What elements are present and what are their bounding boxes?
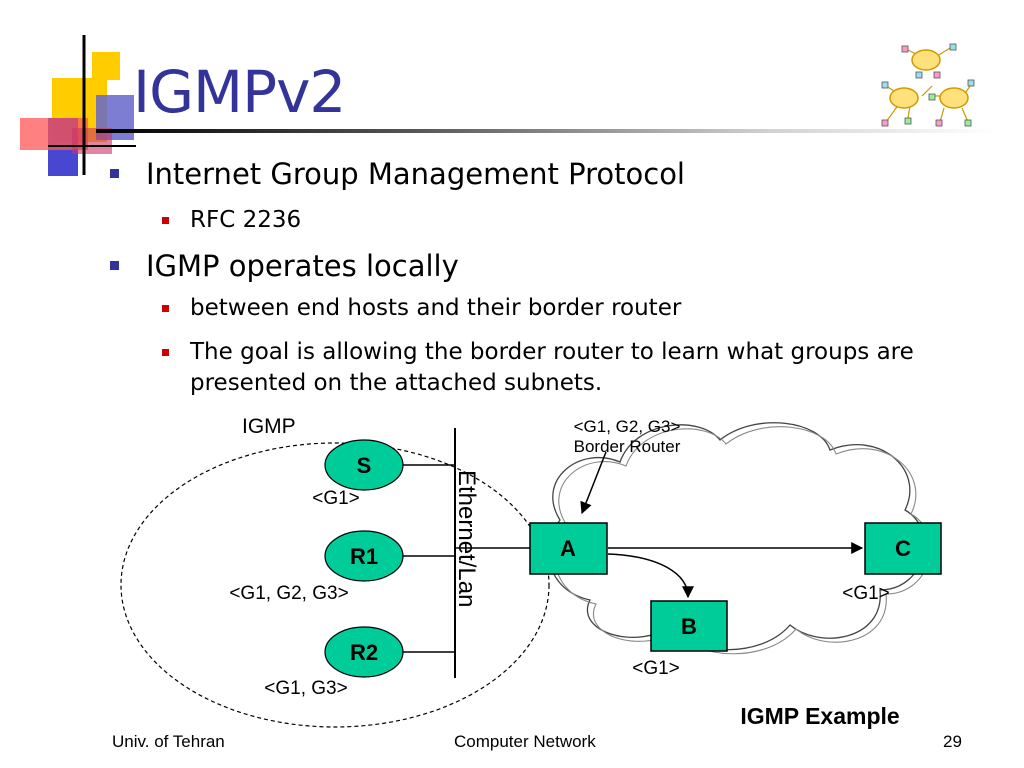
host-r1: R1 (324, 530, 404, 582)
border-router-label: Border Router (574, 437, 681, 456)
router-a: A (529, 522, 608, 575)
local-subnet-region (120, 442, 550, 728)
bullet-square-icon (162, 305, 169, 312)
host-r1-groups: <G1, G2, G3> (229, 583, 348, 604)
host-r2-label: R2 (350, 640, 378, 665)
router-b-groups: <G1> (632, 658, 680, 679)
host-r2-groups: <G1, G3> (264, 678, 347, 699)
bullet-square-icon (162, 217, 169, 224)
footer-center: Computer Network (454, 732, 596, 751)
router-b-label: B (681, 614, 697, 639)
bullet-square-icon (110, 169, 119, 178)
ethernet-lan-label: Ethernet/Lan (453, 470, 480, 607)
bullet-square-icon (110, 261, 119, 270)
igmp-diagram: Ethernet/Lan S <G1> R1 <G1, G2, G3> R2 <… (120, 415, 942, 729)
bullet-square-icon (162, 349, 169, 356)
title-divider (96, 129, 996, 133)
page-title: IGMPv2 (133, 58, 346, 126)
border-router-groups: <G1, G2, G3> (574, 417, 681, 436)
page-number: 29 (943, 732, 962, 751)
router-c-groups: <G1> (842, 583, 890, 604)
host-s-groups: <G1> (312, 488, 360, 509)
host-s: S (324, 439, 404, 491)
footer-left: Univ. of Tehran (112, 732, 225, 751)
router-a-label: A (560, 536, 576, 561)
router-c-label: C (895, 536, 911, 561)
diagram-caption: IGMP Example (740, 703, 899, 729)
host-r1-label: R1 (350, 544, 378, 569)
router-c: C (864, 522, 942, 575)
host-s-label: S (357, 453, 372, 478)
host-r2: R2 (324, 626, 404, 678)
router-b: B (650, 600, 728, 652)
igmp-region-label: IGMP (242, 415, 296, 438)
corner-decoration (20, 35, 136, 176)
network-clouds-icon (881, 43, 975, 127)
